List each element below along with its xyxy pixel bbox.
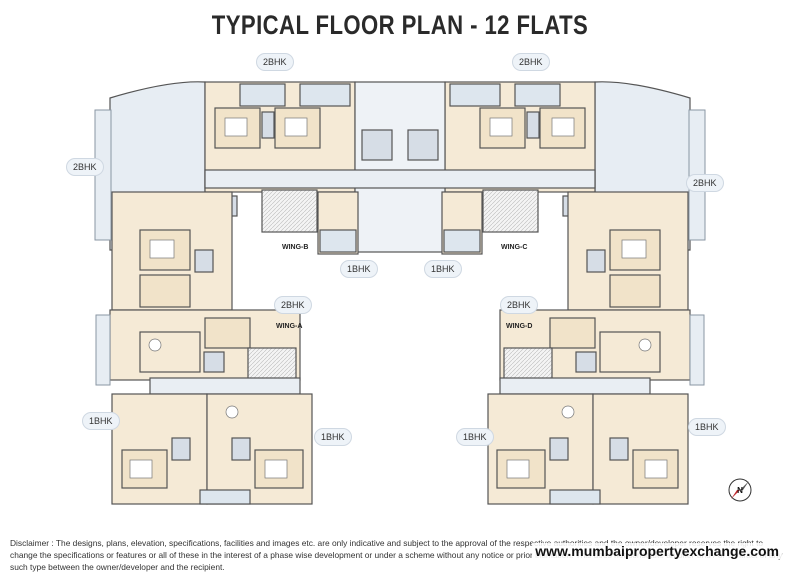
right-toilet-1 — [586, 249, 606, 273]
dry-balcony-center-right — [443, 229, 481, 253]
unit-label-bottom-right-inner-1bhk: 1BHK — [456, 428, 494, 446]
website-link[interactable]: www.mumbaipropertyexchange.com — [532, 543, 782, 559]
floor-plan-drawing — [94, 81, 706, 505]
unit-label-bottom-left-outer-1bhk: 1BHK — [82, 412, 120, 430]
unit-label-mid-right-2bhk: 2BHK — [500, 296, 538, 314]
unit-label-center-left-1bhk: 1BHK — [340, 260, 378, 278]
stair-wing-c — [482, 189, 539, 233]
wing-label-b: WING-B — [282, 244, 309, 251]
deck-top-1 — [239, 83, 286, 107]
left-toilet-outer — [171, 437, 191, 461]
right-bedroom-1 — [609, 229, 661, 271]
deck-top-3 — [449, 83, 501, 107]
disclaimer-text: Disclaimer : The designs, plans, elevati… — [10, 538, 783, 572]
wing-label-c: WING-C — [501, 244, 528, 251]
unit-label-bottom-right-outer-1bhk: 1BHK — [688, 418, 726, 436]
left-kitchen-mid — [204, 317, 251, 349]
left-bedroom-2 — [139, 274, 191, 308]
left-edge-deck-lower — [95, 314, 111, 386]
toilet-b1 — [261, 111, 275, 139]
right-living-mid — [599, 331, 661, 373]
left-toilet-inner — [231, 437, 251, 461]
dry-balcony-center-left — [319, 229, 357, 253]
unit-label-mid-left-2bhk: 2BHK — [274, 296, 312, 314]
left-block — [109, 191, 313, 505]
unit-label-right-upper-2bhk: 2BHK — [686, 174, 724, 192]
wing-label-a: WING-A — [276, 323, 303, 330]
toilet-c1 — [526, 111, 540, 139]
toilet-center-1 — [361, 129, 393, 161]
right-bedroom-2 — [609, 274, 661, 308]
right-passage — [499, 377, 651, 395]
right-edge-deck-lower — [689, 314, 705, 386]
north-label: N — [737, 486, 743, 495]
right-kitchen-mid — [549, 317, 596, 349]
passage-top — [204, 169, 596, 189]
core-top-center — [354, 81, 446, 253]
toilet-center-2 — [407, 129, 439, 161]
right-dry-balcony — [549, 489, 601, 505]
wing-label-d: WING-D — [506, 323, 533, 330]
right-toilet-inner — [549, 437, 569, 461]
left-passage — [149, 377, 301, 395]
left-dry-balcony — [199, 489, 251, 505]
unit-label-top-right-2bhk: 2BHK — [512, 53, 550, 71]
page-title: TYPICAL FLOOR PLAN - 12 FLATS — [211, 10, 589, 40]
right-toilet-outer — [609, 437, 629, 461]
unit-label-bottom-left-inner-1bhk: 1BHK — [314, 428, 352, 446]
unit-label-left-upper-2bhk: 2BHK — [66, 158, 104, 176]
stair-wing-b — [261, 189, 318, 233]
furniture — [129, 117, 668, 479]
lift-wing-d — [575, 351, 597, 373]
deck-top-2 — [299, 83, 351, 107]
deck-top-4 — [514, 83, 561, 107]
unit-label-center-right-1bhk: 1BHK — [424, 260, 462, 278]
left-living-mid — [139, 331, 201, 373]
north-arrow-icon: N — [728, 478, 752, 502]
lift-wing-a — [203, 351, 225, 373]
left-toilet-1 — [194, 249, 214, 273]
unit-label-top-left-2bhk: 2BHK — [256, 53, 294, 71]
right-block — [487, 191, 691, 505]
